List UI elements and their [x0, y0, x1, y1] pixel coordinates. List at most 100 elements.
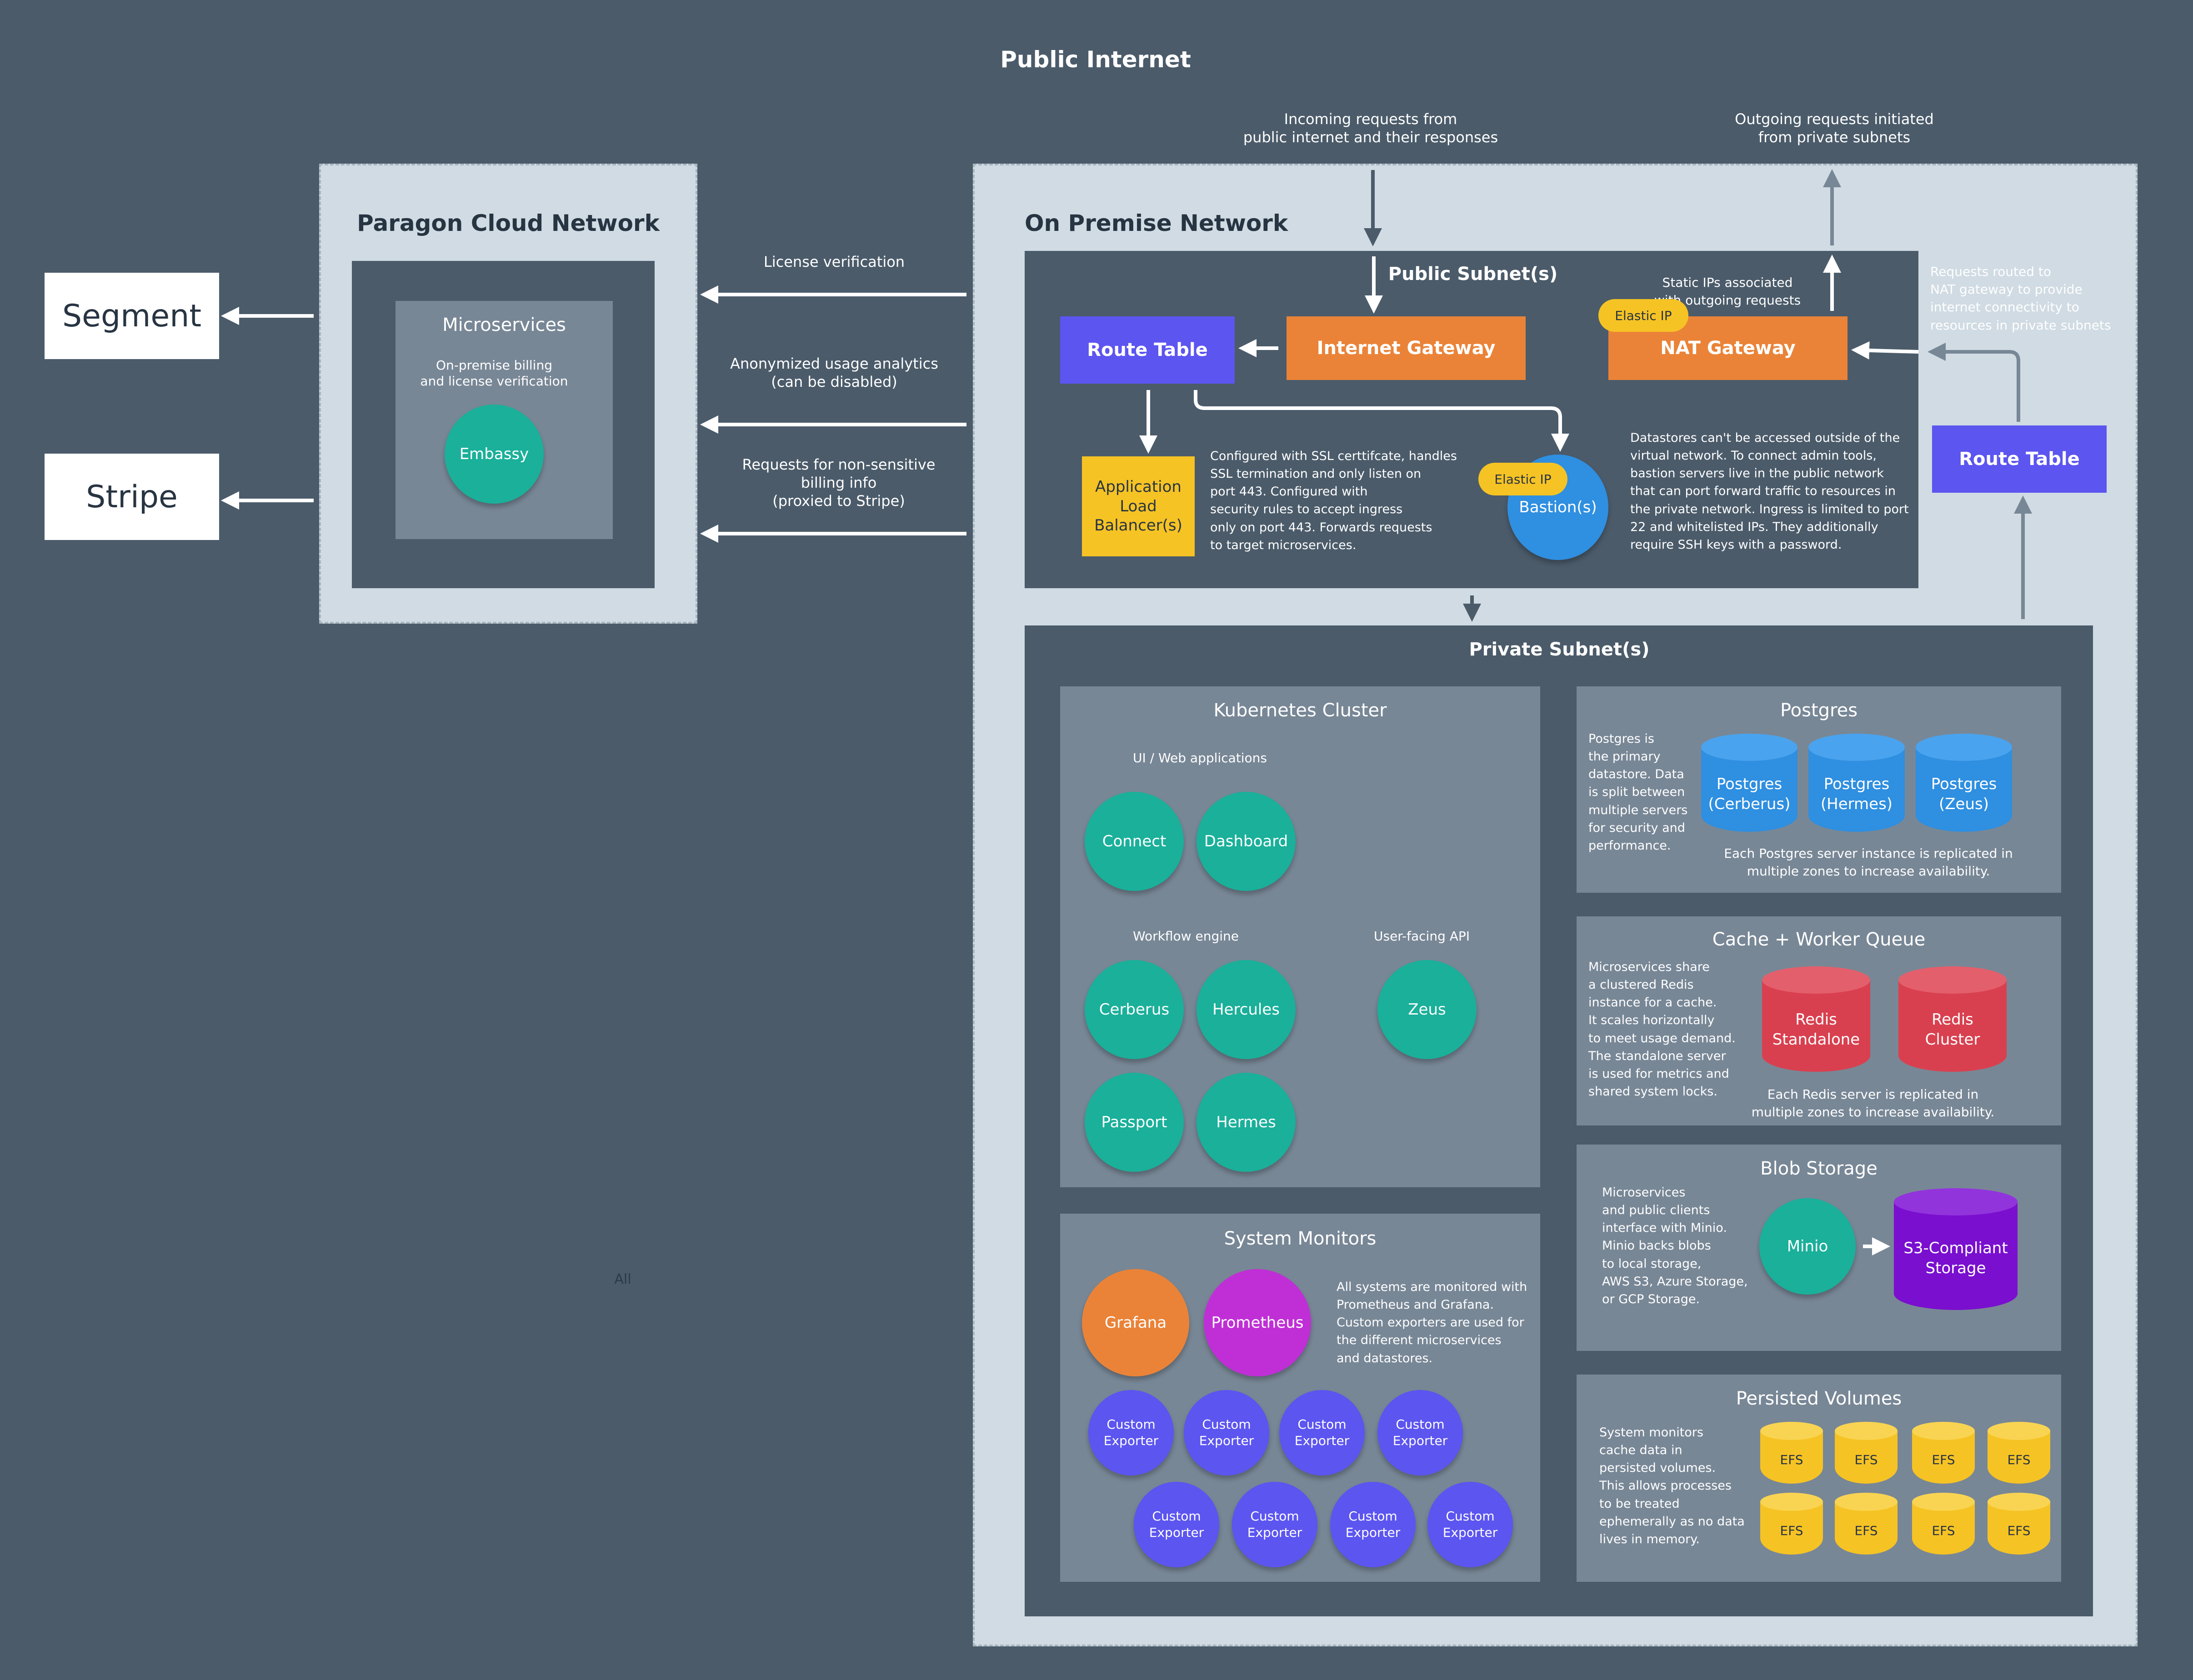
embassy-node: Embassy: [445, 405, 544, 504]
custom-exporter-label: Custom Exporter: [1103, 1416, 1159, 1448]
on-premise-title: On Premise Network: [1025, 210, 1288, 236]
custom-exporter: Custom Exporter: [1330, 1482, 1416, 1567]
postgres-title: Postgres: [1780, 700, 1858, 721]
hermes-node: Hermes: [1197, 1073, 1296, 1172]
hercules-label: Hercules: [1212, 1000, 1280, 1019]
efs-label: EFS: [1932, 1452, 1955, 1467]
alb-description: Configured with SSL certtifcate, handles…: [1210, 449, 1457, 552]
grafana-label: Grafana: [1104, 1313, 1167, 1332]
custom-exporter: Custom Exporter: [1279, 1390, 1365, 1475]
redis-standalone: Redis Standalone: [1762, 966, 1870, 1072]
zeus-label: Zeus: [1408, 1000, 1446, 1019]
redis-standalone-label: Redis Standalone: [1772, 1010, 1860, 1049]
minio-node: Minio: [1759, 1198, 1856, 1295]
efs-volume: EFS: [1988, 1493, 2050, 1555]
efs-label: EFS: [2007, 1452, 2031, 1467]
user-api-label: User-facing API: [1374, 929, 1470, 944]
custom-exporter: Custom Exporter: [1377, 1390, 1463, 1475]
cerberus-node: Cerberus: [1085, 960, 1184, 1059]
arrow-route-to-bastion: [1194, 390, 1569, 452]
analytics-label: Anonymized usage analytics (can be disab…: [730, 355, 938, 390]
custom-exporter-label: Custom Exporter: [1442, 1508, 1498, 1540]
custom-exporter-label: Custom Exporter: [1392, 1416, 1448, 1448]
custom-exporter-label: Custom Exporter: [1294, 1416, 1350, 1448]
postgres-note: Each Postgres server instance is replica…: [1724, 846, 2013, 879]
postgres-cerberus-label: Postgres (Cerberus): [1708, 775, 1791, 813]
stripe-box: Stripe: [45, 454, 219, 540]
cache-title: Cache + Worker Queue: [1712, 929, 1926, 950]
cache-note: Each Redis server is replicated in multi…: [1751, 1087, 1995, 1120]
efs-volume: EFS: [1760, 1493, 1823, 1555]
postgres-hermes-label: Postgres (Hermes): [1820, 775, 1893, 813]
application-load-balancer: Application Load Balancer(s): [1082, 456, 1195, 556]
nat-elastic-ip-badge: Elastic IP: [1598, 299, 1688, 332]
custom-exporter: Custom Exporter: [1134, 1482, 1219, 1567]
passport-label: Passport: [1101, 1113, 1167, 1131]
prometheus-node: Prometheus: [1204, 1269, 1311, 1376]
prometheus-label: Prometheus: [1211, 1313, 1304, 1332]
connect-label: Connect: [1102, 832, 1167, 850]
microservices-desc: On-premise billing and license verificat…: [420, 358, 568, 389]
efs-label: EFS: [1780, 1452, 1803, 1467]
route-table-right: Route Table: [1932, 425, 2107, 493]
efs-volume: EFS: [1835, 1422, 1898, 1484]
datastore-note: Datastores can't be accessed outside of …: [1630, 431, 1909, 552]
redis-cluster: Redis Cluster: [1898, 966, 2007, 1072]
efs-label: EFS: [1854, 1523, 1878, 1538]
route-note: Requests routed to NAT gateway to provid…: [1930, 264, 2111, 333]
efs-label: EFS: [1932, 1523, 1955, 1538]
persisted-volumes-panel: [1577, 1375, 2061, 1582]
hermes-label: Hermes: [1216, 1113, 1276, 1131]
custom-exporter: Custom Exporter: [1184, 1390, 1269, 1475]
private-subnet-title: Private Subnet(s): [1469, 639, 1650, 660]
public-subnet-title: Public Subnet(s): [1388, 264, 1558, 285]
custom-exporter-label: Custom Exporter: [1345, 1508, 1401, 1540]
postgres-cerberus-db: Postgres (Cerberus): [1701, 734, 1797, 832]
volumes-desc: System monitors cache data in persisted …: [1599, 1425, 1745, 1546]
monitors-desc: All systems are monitored with Prometheu…: [1337, 1280, 1527, 1365]
dashboard-node: Dashboard: [1197, 792, 1296, 891]
ui-apps-label: UI / Web applications: [1133, 750, 1267, 765]
efs-label: EFS: [1780, 1523, 1803, 1538]
paragon-title: Paragon Cloud Network: [357, 210, 660, 236]
stray-label: All: [614, 1271, 631, 1287]
postgres-zeus-db: Postgres (Zeus): [1916, 734, 2012, 832]
persisted-volumes-title: Persisted Volumes: [1736, 1388, 1902, 1409]
efs-volume: EFS: [1912, 1422, 1975, 1484]
efs-label: EFS: [2007, 1523, 2031, 1538]
alb-label: Application Load Balancer(s): [1094, 478, 1182, 535]
minio-label: Minio: [1787, 1237, 1828, 1255]
s3-compliant-storage: S3-Compliant Storage: [1894, 1188, 2018, 1310]
blob-storage-title: Blob Storage: [1760, 1158, 1878, 1179]
custom-exporter-label: Custom Exporter: [1199, 1416, 1254, 1448]
route-table: Route Table: [1060, 316, 1235, 384]
bastion-label: Bastion(s): [1519, 498, 1597, 516]
license-label: License verification: [763, 253, 905, 270]
page-title: Public Internet: [1000, 46, 1191, 73]
bastion-elastic-ip-badge: Elastic IP: [1478, 463, 1567, 495]
postgres-zeus-label: Postgres (Zeus): [1931, 775, 1997, 813]
segment-label: Segment: [62, 298, 201, 334]
route-table-label: Route Table: [1087, 340, 1208, 360]
efs-volume: EFS: [1988, 1422, 2050, 1484]
arrow-into-nat: [1851, 341, 1919, 360]
postgres-hermes-db: Postgres (Hermes): [1808, 734, 1905, 832]
internet-gateway: Internet Gateway: [1287, 316, 1526, 380]
s3-storage-label: S3-Compliant Storage: [1903, 1239, 2008, 1277]
grafana-node: Grafana: [1082, 1269, 1189, 1376]
arrow-route-right-to-nat: [1928, 343, 2020, 422]
billing-label: Requests for non-sensitive billing info …: [742, 456, 936, 510]
postgres-desc: Postgres is the primary datastore. Data …: [1588, 732, 1688, 853]
internet-gateway-label: Internet Gateway: [1317, 338, 1496, 359]
cerberus-label: Cerberus: [1099, 1000, 1170, 1019]
efs-volume: EFS: [1835, 1493, 1898, 1555]
outgoing-note: Outgoing requests initiated from private…: [1735, 110, 1934, 146]
stripe-label: Stripe: [86, 479, 178, 515]
custom-exporter-label: Custom Exporter: [1149, 1508, 1204, 1540]
kubernetes-title: Kubernetes Cluster: [1213, 700, 1387, 721]
segment-box: Segment: [45, 273, 219, 359]
dashboard-label: Dashboard: [1204, 832, 1288, 850]
nat-gateway-label: NAT Gateway: [1660, 338, 1796, 359]
